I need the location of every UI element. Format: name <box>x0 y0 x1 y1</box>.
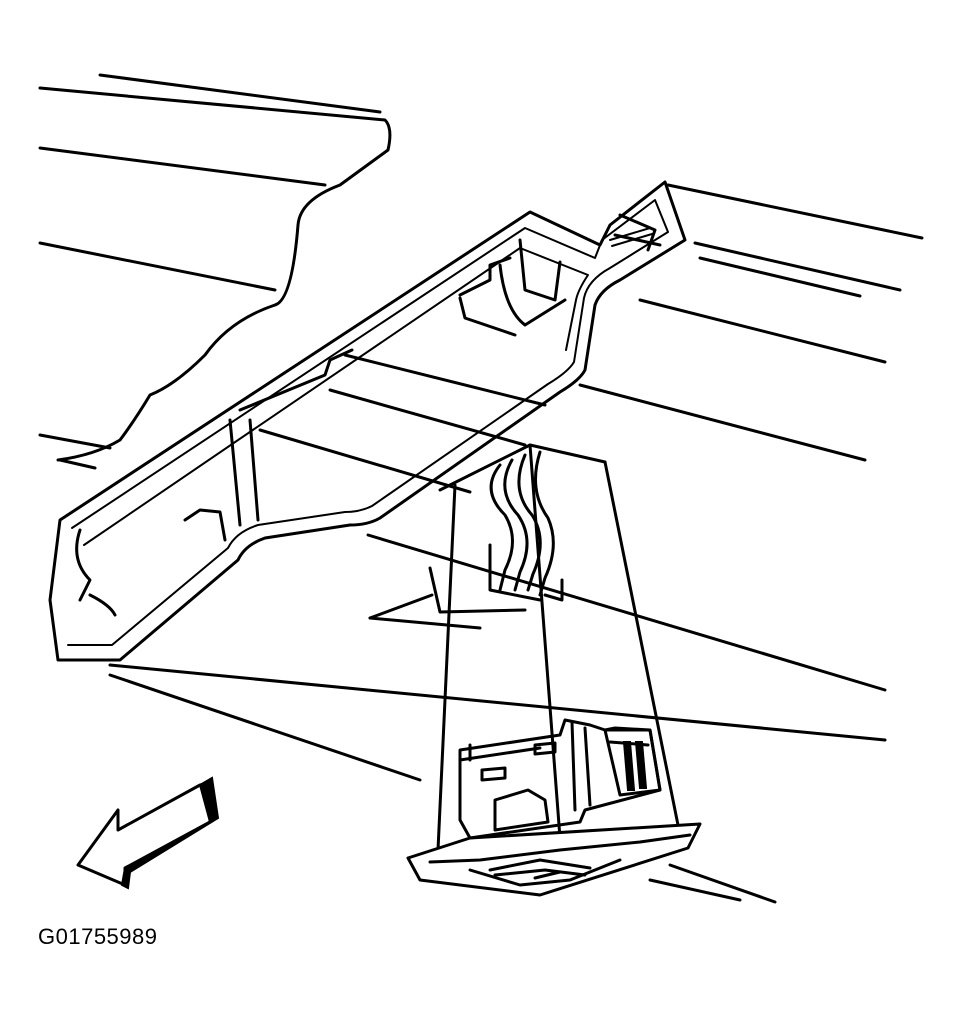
headliner-panel <box>38 73 392 470</box>
projection-lines <box>436 443 680 852</box>
switch-module <box>406 718 702 897</box>
forward-arrow-icon <box>76 776 220 890</box>
figure-reference-code: G01755989 <box>38 924 158 949</box>
roof-side-rails <box>108 183 924 904</box>
console-bracket <box>48 180 687 662</box>
